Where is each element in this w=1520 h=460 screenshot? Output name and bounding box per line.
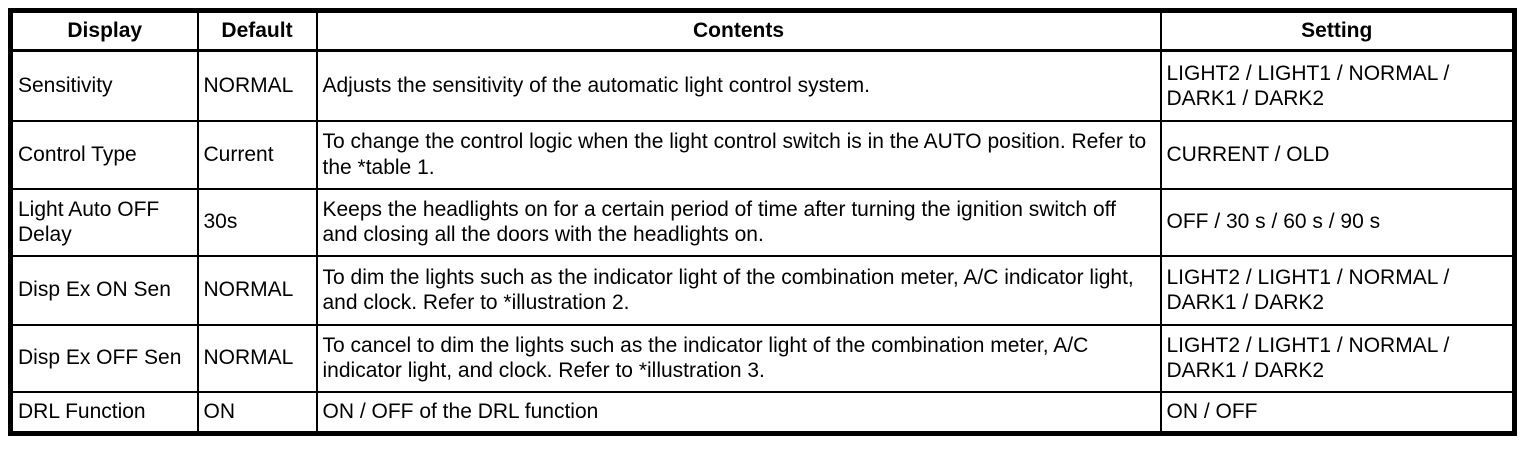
default-cell: NORMAL [196, 323, 318, 393]
default-cell: Current [196, 119, 318, 190]
table-row-sensitivity: Sensitivity NORMAL Adjusts the sensitivi… [9, 49, 1516, 122]
column-header-default: Default [196, 9, 318, 52]
contents-cell: Adjusts the sensitivity of the automatic… [315, 49, 1162, 122]
display-cell: Control Type [9, 119, 199, 190]
contents-cell: ON / OFF of the DRL function [315, 390, 1162, 435]
setting-cell: LIGHT2 / LIGHT1 / NORMAL / DARK1 / DARK2 [1159, 323, 1516, 393]
setting-cell: LIGHT2 / LIGHT1 / NORMAL / DARK1 / DARK2 [1159, 254, 1516, 326]
table-row-disp-ex-off-sen: Disp Ex OFF Sen NORMAL To cancel to dim … [9, 323, 1516, 393]
default-cell: 30s [196, 187, 318, 257]
table-row-light-auto-off-delay: Light Auto OFF Delay 30s Keeps the headl… [9, 187, 1516, 257]
contents-cell: To change the control logic when the lig… [315, 119, 1162, 190]
contents-cell: To cancel to dim the lights such as the … [315, 323, 1162, 393]
setting-cell: ON / OFF [1159, 390, 1516, 435]
table-header-row: Display Default Contents Setting [9, 9, 1516, 52]
column-header-display: Display [9, 9, 199, 52]
column-header-contents: Contents [315, 9, 1162, 52]
display-cell: Sensitivity [9, 49, 199, 122]
default-cell: NORMAL [196, 254, 318, 326]
table-row-control-type: Control Type Current To change the contr… [9, 119, 1516, 190]
table-row-disp-ex-on-sen: Disp Ex ON Sen NORMAL To dim the lights … [9, 254, 1516, 326]
table-row-drl-function: DRL Function ON ON / OFF of the DRL func… [9, 390, 1516, 435]
contents-cell: To dim the lights such as the indicator … [315, 254, 1162, 326]
default-cell: NORMAL [196, 49, 318, 122]
display-cell: Light Auto OFF Delay [9, 187, 199, 257]
display-cell: DRL Function [9, 390, 199, 435]
light-settings-table: Display Default Contents Setting Sensiti… [8, 8, 1517, 436]
setting-cell: OFF / 30 s / 60 s / 90 s [1159, 187, 1516, 257]
contents-cell: Keeps the headlights on for a certain pe… [315, 187, 1162, 257]
setting-cell: CURRENT / OLD [1159, 119, 1516, 190]
display-cell: Disp Ex OFF Sen [9, 323, 199, 393]
display-cell: Disp Ex ON Sen [9, 254, 199, 326]
default-cell: ON [196, 390, 318, 435]
column-header-setting: Setting [1159, 9, 1516, 52]
setting-cell: LIGHT2 / LIGHT1 / NORMAL / DARK1 / DARK2 [1159, 49, 1516, 122]
